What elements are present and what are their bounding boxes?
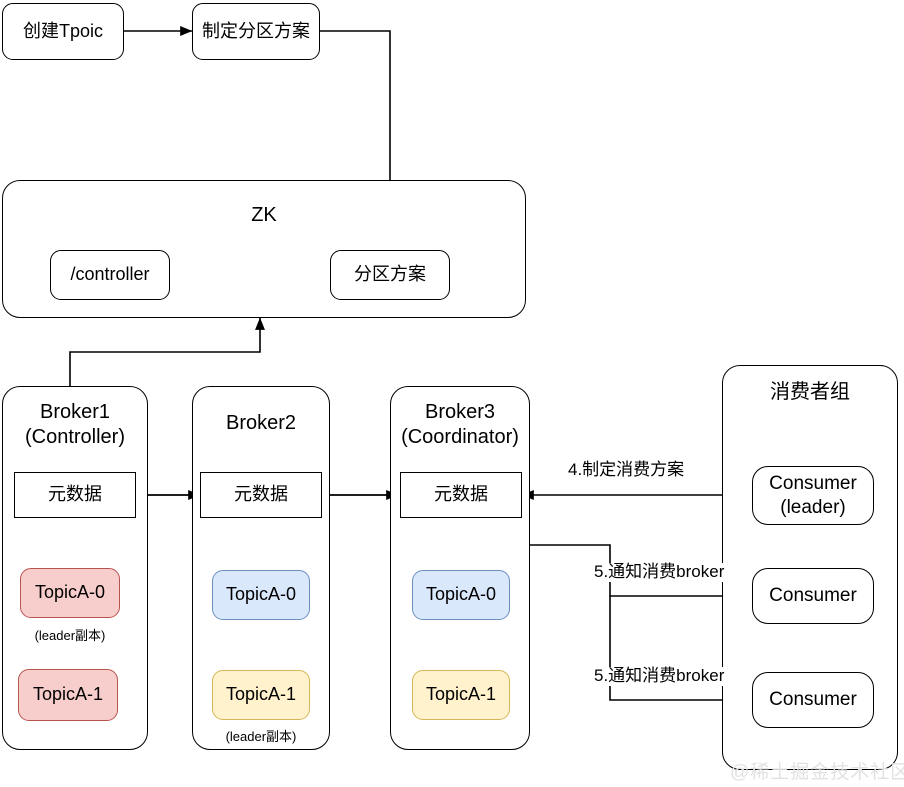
consumer-2-label: Consumer: [769, 585, 857, 607]
consumer-2[interactable]: Consumer: [752, 568, 874, 624]
consumer-leader[interactable]: Consumer (leader): [752, 466, 874, 525]
consumer-group-title: 消费者组: [770, 381, 850, 403]
zk-controller-label: /controller: [70, 264, 150, 285]
broker1-title: Broker1 (Controller): [24, 401, 126, 448]
broker3-topic-a0[interactable]: TopicA-0: [412, 570, 510, 620]
broker2-title: Broker2: [225, 412, 297, 434]
edge-label-plan-consume: 4.制定消费方案: [566, 460, 687, 480]
consumer-leader-label: Consumer (leader): [769, 473, 857, 518]
zk-controller-node[interactable]: /controller: [50, 250, 170, 300]
create-topic-label: 创建Tpoic: [22, 20, 103, 41]
broker1-topic-a1[interactable]: TopicA-1: [18, 669, 118, 721]
edge-broker1-to-zk: [69, 317, 265, 386]
zk-partition-plan-node[interactable]: 分区方案: [330, 250, 450, 300]
broker2-metadata-label: 元数据: [234, 484, 288, 505]
broker3-metadata-label: 元数据: [434, 484, 488, 505]
broker2-topic-a0[interactable]: TopicA-0: [212, 570, 310, 620]
broker2-topic-a1-label: TopicA-1: [225, 684, 297, 705]
broker3-title: Broker3 (Coordinator): [401, 401, 519, 448]
broker1-topic-a0-caption: (leader副本): [34, 628, 106, 643]
edge-label-notify-broker-2: 5.通知消费broker: [592, 666, 727, 686]
broker2-topic-a1[interactable]: TopicA-1: [212, 670, 310, 720]
consumer-3-label: Consumer: [769, 689, 857, 711]
make-partition-plan-node[interactable]: 制定分区方案: [192, 3, 320, 60]
make-partition-plan-label: 制定分区方案: [202, 20, 310, 41]
broker3-topic-a0-label: TopicA-0: [425, 584, 497, 605]
create-topic-node[interactable]: 创建Tpoic: [2, 3, 124, 60]
broker1-topic-a1-label: TopicA-1: [32, 684, 104, 705]
broker3-metadata[interactable]: 元数据: [400, 472, 522, 518]
consumer-3[interactable]: Consumer: [752, 672, 874, 728]
broker1-metadata-label: 元数据: [48, 484, 102, 505]
zk-title: ZK: [251, 204, 277, 226]
broker1-metadata[interactable]: 元数据: [14, 472, 136, 518]
broker1-topic-a0[interactable]: TopicA-0: [20, 568, 120, 618]
broker3-topic-a1-label: TopicA-1: [425, 684, 497, 705]
edge-label-notify-broker-1: 5.通知消费broker: [592, 562, 727, 582]
broker2-metadata[interactable]: 元数据: [200, 472, 322, 518]
watermark: @稀土掘金技术社区: [730, 762, 904, 783]
zk-partition-plan-label: 分区方案: [354, 264, 426, 285]
broker3-topic-a1[interactable]: TopicA-1: [412, 670, 510, 720]
broker2-topic-a0-label: TopicA-0: [225, 584, 297, 605]
broker2-topic-a1-caption: (leader副本): [225, 729, 297, 744]
broker1-topic-a0-label: TopicA-0: [34, 582, 106, 603]
